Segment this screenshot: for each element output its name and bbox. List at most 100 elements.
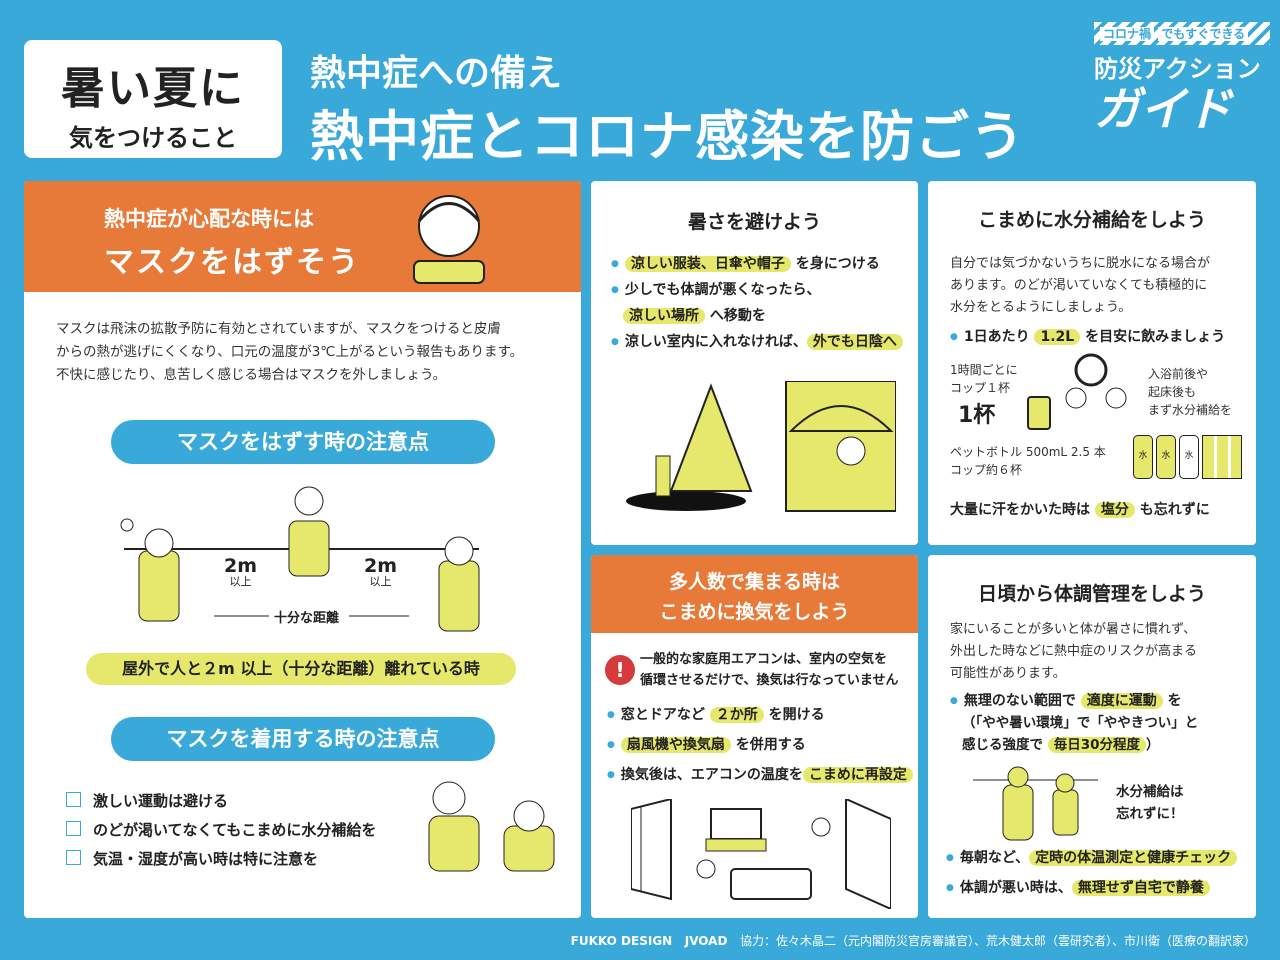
banner-line1: 熱中症が心配な時には [104, 207, 314, 231]
highlight: ２か所 [709, 707, 764, 723]
distance-sub: 以上 [229, 575, 252, 588]
text: 水分補給は [1116, 784, 1184, 800]
ventilation-banner: 多人数で集まる時は こまめに換気をしよう [591, 555, 918, 633]
distance-sub: 以上 [369, 575, 392, 588]
jvoad-logo: JVOAD [684, 934, 728, 948]
text: を [1167, 693, 1182, 709]
health-card: 日頃から体調管理をしよう 家にいることが多いと体が暑さに慣れず、 外出した時など… [928, 555, 1256, 918]
living-room-illustration [631, 799, 891, 909]
bottle-icon: 水 [1179, 435, 1199, 479]
wear-item: 激しい運動は避ける [66, 787, 376, 816]
exercise-item: 無理のない範囲で 適度に運動 を （「やや暑い環境」で「ややきつい」と 感じる強… [950, 690, 1198, 756]
text: 大量に汗をかいた時は [950, 502, 1090, 518]
ventilation-card: 多人数で集まる時は こまめに換気をしよう ! 一般的な家庭用エアコンは、室内の空… [591, 555, 918, 918]
text: を身につける [795, 256, 880, 272]
text: 無理のない範囲で [963, 693, 1076, 709]
cup-and-people-illustration [1027, 353, 1127, 430]
warning-icon: ! [605, 655, 635, 685]
health-body: 家にいることが多いと体が暑さに慣れず、 外出した時などに熱中症のリスクが高まる … [950, 619, 1197, 685]
text: も忘れずに [1139, 502, 1210, 518]
text: 涼しい室内に入れなければ、 [624, 334, 807, 350]
distance-illustration [120, 486, 480, 632]
distance-value: 2m [364, 555, 398, 577]
list-item: 窓とドアなど ２か所 を開ける [607, 700, 913, 730]
walking-people-illustration [973, 766, 1098, 841]
bottle-icon: 水 [1156, 435, 1176, 479]
text: 毎朝など、 [959, 850, 1030, 866]
bottle-icon: 水 [1133, 435, 1153, 479]
logo-line1: 防災アクション [1094, 55, 1261, 83]
text: へ移動を [709, 308, 766, 324]
box-title: 暑い夏に [61, 63, 245, 114]
banner-line1: 多人数で集まる時は [668, 571, 840, 593]
text: ） [1146, 737, 1160, 753]
body-line: あります。のどが渇いていなくても積極的に [950, 278, 1208, 293]
heat-list: 涼しい服装、日傘や帽子 を身につける 少しでも体調が悪くなったら、涼しい場所 へ… [611, 251, 903, 355]
body-line: 不快に感じたり、息苦しく感じる場合はマスクを外しましょう。 [56, 367, 447, 383]
text: 1日あたり [963, 329, 1030, 345]
page-title: 熱中症とコロナ感染を防ごう [310, 105, 1025, 168]
text: 1時間ごとに [950, 363, 1018, 377]
highlight: 1.2L [1034, 329, 1081, 345]
hydration-card: こまめに水分補給をしよう 自分では気づかないうちに脱水になる場合が あります。の… [928, 181, 1256, 545]
list-item: 涼しい室内に入れなければ、外でも日陰へ [611, 329, 903, 355]
person-removing-mask-illustration [413, 195, 485, 284]
highlight: 涼しい服装、日傘や帽子 [624, 256, 791, 272]
hydration-body: 自分では気づかないうちに脱水になる場合が あります。のどが渇いていなくても積極的… [950, 253, 1210, 319]
body-line: 水分をとるようにしましょう。 [950, 300, 1132, 315]
card-title: 暑さを避けよう [687, 211, 821, 233]
page-subtitle: 熱中症への備え [310, 53, 563, 94]
tree-shade-umbrella-illustration [626, 381, 896, 512]
card-title: 日頃から体調管理をしよう [977, 583, 1206, 605]
highlight: 扇風機や換気扇 [620, 737, 731, 753]
logo-line2: ガイド [1094, 82, 1232, 136]
card-title: こまめに水分補給をしよう [977, 209, 1206, 231]
highlight: 毎日30分程度 [1047, 737, 1146, 753]
text: 忘れずに！ [1116, 806, 1184, 822]
credits: 協力：佐々木晶二（元内閣防災官房審議官）、荒木健太郎（雲研究者）、市川衛（医療の… [739, 934, 1256, 948]
fukko-design-logo: FUKKO DESIGN [570, 934, 673, 948]
text: を目安に飲みましょう [1085, 329, 1226, 345]
text: 入浴前後や [1148, 367, 1209, 381]
text: 少しでも体調が悪くなったら、 [624, 282, 821, 298]
mask-body: マスクは飛沫の拡散予防に有効とされていますが、マスクをつけると皮膚 からの熱が逃… [56, 318, 523, 387]
health-list: 毎朝など、定時の体温測定と健康チェック 体調が悪い時は、無理せず自宅で静養 [946, 843, 1238, 903]
text: コップ１杯 [950, 381, 1011, 395]
list-item: 扇風機や換気扇 を併用する [607, 730, 913, 760]
body-line: 家にいることが多いと体が暑さに慣れず、 [950, 622, 1197, 637]
highlight: 塩分 [1094, 502, 1135, 518]
body-line: 自分では気づかないうちに脱水になる場合が [950, 256, 1211, 271]
wear-item: のどが渇いてなくてもこまめに水分補給を [66, 816, 376, 845]
distance-value: 2m [224, 555, 258, 577]
highlight: 適度に運動 [1080, 693, 1163, 709]
banner-line2: こまめに換気をしよう [659, 601, 850, 623]
list-item: 体調が悪い時は、無理せず自宅で静養 [946, 873, 1237, 903]
body-line: からの熱が逃げにくくなり、口元の温度が3℃上がるという報告もあります。 [56, 344, 524, 360]
warning-text: 一般的な家庭用エアコンは、室内の空気を循環させるだけで、換気は行なっていません [640, 649, 898, 691]
ventilation-list: 窓とドアなど ２か所 を開ける 扇風機や換気扇 を併用する 換気後は、エアコンの… [607, 700, 913, 790]
bottle-note: ペットボトル 500mL 2.5 本コップ約６杯 [950, 443, 1106, 479]
wear-list: 激しい運動は避ける のどが渇いてなくてもこまめに水分補給を 気温・湿度が高い時は… [66, 787, 376, 874]
title-box: 暑い夏に 気をつけること [24, 40, 282, 158]
body-line: 外出した時などに熱中症のリスクが高まる [950, 644, 1198, 659]
text: 換気後は、エアコンの温度を [620, 767, 803, 783]
box-subtitle: 気をつけること [69, 124, 237, 152]
text: 感じる強度で [962, 737, 1043, 753]
text: 窓とドアなど [620, 707, 705, 723]
text: ペットボトル 500mL 2.5 本 [950, 445, 1106, 459]
list-item: 涼しい服装、日傘や帽子 を身につける [611, 251, 903, 277]
text: 一般的な家庭用エアコンは、室内の空気を [640, 652, 888, 667]
cups-icon [1202, 435, 1242, 479]
remove-condition: 屋外で人と２m 以上（十分な距離）離れている時 [86, 653, 516, 685]
highlight: 外でも日陰へ [806, 334, 903, 350]
text: 体調が悪い時は、 [959, 880, 1072, 896]
wear-heading: マスクを着用する時の注意点 [111, 717, 495, 761]
salt-note: 大量に汗をかいた時は 塩分 も忘れずに [950, 499, 1210, 519]
highlight: こまめに再設定 [802, 767, 913, 783]
avoid-heat-card: 暑さを避けよう 涼しい服装、日傘や帽子 を身につける 少しでも体調が悪くなったら… [591, 181, 918, 545]
banner-line2: マスクをはずそう [104, 245, 360, 280]
text: を併用する [735, 737, 806, 753]
